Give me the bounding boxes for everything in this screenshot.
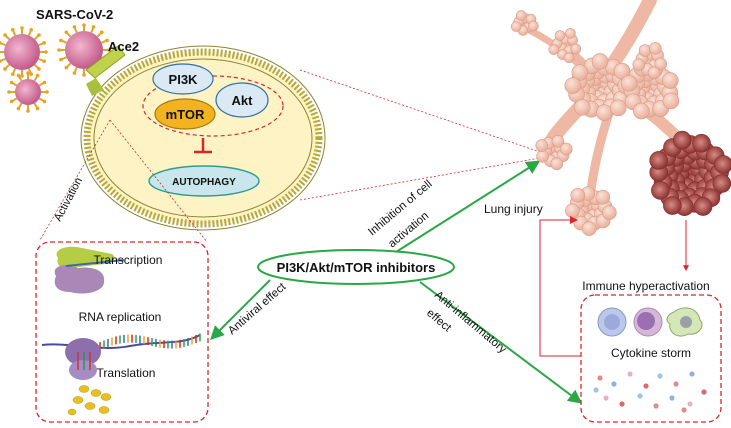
feedback-line — [539, 219, 581, 357]
activation-connector — [39, 119, 111, 241]
autophagy-label: AUTOPHAGY — [172, 177, 236, 188]
transcription-label: Transcription — [94, 253, 163, 267]
replication-box — [35, 241, 209, 423]
ace2-receptor-icon — [85, 45, 126, 96]
activation-label: Activation — [52, 176, 85, 224]
autophagy-node: AUTOPHAGY — [148, 165, 260, 197]
virus-icon-small — [7, 71, 49, 113]
arrow-anti-inflammatory — [419, 281, 583, 404]
pi3k-node: PI3K — [152, 63, 214, 95]
arrow-inhibition — [395, 160, 541, 253]
immune-cells-icon — [597, 307, 703, 337]
immune-label: Immune hyperactivation — [582, 279, 709, 293]
cytokine-label: Cytokine storm — [611, 346, 691, 360]
protein-particles-icon — [67, 385, 112, 416]
virus-icon-large — [0, 26, 48, 78]
pi3k-label: PI3K — [169, 72, 199, 87]
nucleus-outline — [142, 75, 284, 137]
akt-node: Akt — [215, 82, 269, 118]
lung-icon — [510, 0, 731, 236]
mtor-node: mTOR — [154, 98, 216, 130]
mtor-label: mTOR — [166, 107, 205, 122]
inhibition-bar-icon — [194, 138, 212, 154]
ribosome-icon-top — [54, 246, 125, 294]
virus-title: SARS-CoV-2 — [36, 7, 113, 22]
antiviral-label: Antiviral effect — [226, 280, 289, 337]
cytokine-box — [580, 294, 722, 423]
activation-connector-2 — [109, 119, 208, 243]
connector-bottom — [299, 157, 541, 201]
akt-label: Akt — [232, 93, 254, 108]
translation-label: Translation — [97, 366, 156, 380]
connector-top — [299, 69, 541, 153]
ace2-label: Ace2 — [108, 39, 139, 54]
inhibitors-ellipse — [257, 249, 455, 285]
feedback-arrowhead — [570, 216, 578, 224]
arrow-antiviral — [210, 279, 271, 340]
rna-strand-icon — [41, 333, 201, 350]
lung-injury-label: Lung injury — [484, 202, 543, 216]
cytokine-particles-icon — [593, 371, 707, 413]
inhibitors-label: PI3K/Akt/mTOR inhibitors — [277, 260, 436, 275]
ribosome-icon-bottom — [65, 338, 101, 380]
rna-replication-label: RNA replication — [79, 310, 162, 324]
